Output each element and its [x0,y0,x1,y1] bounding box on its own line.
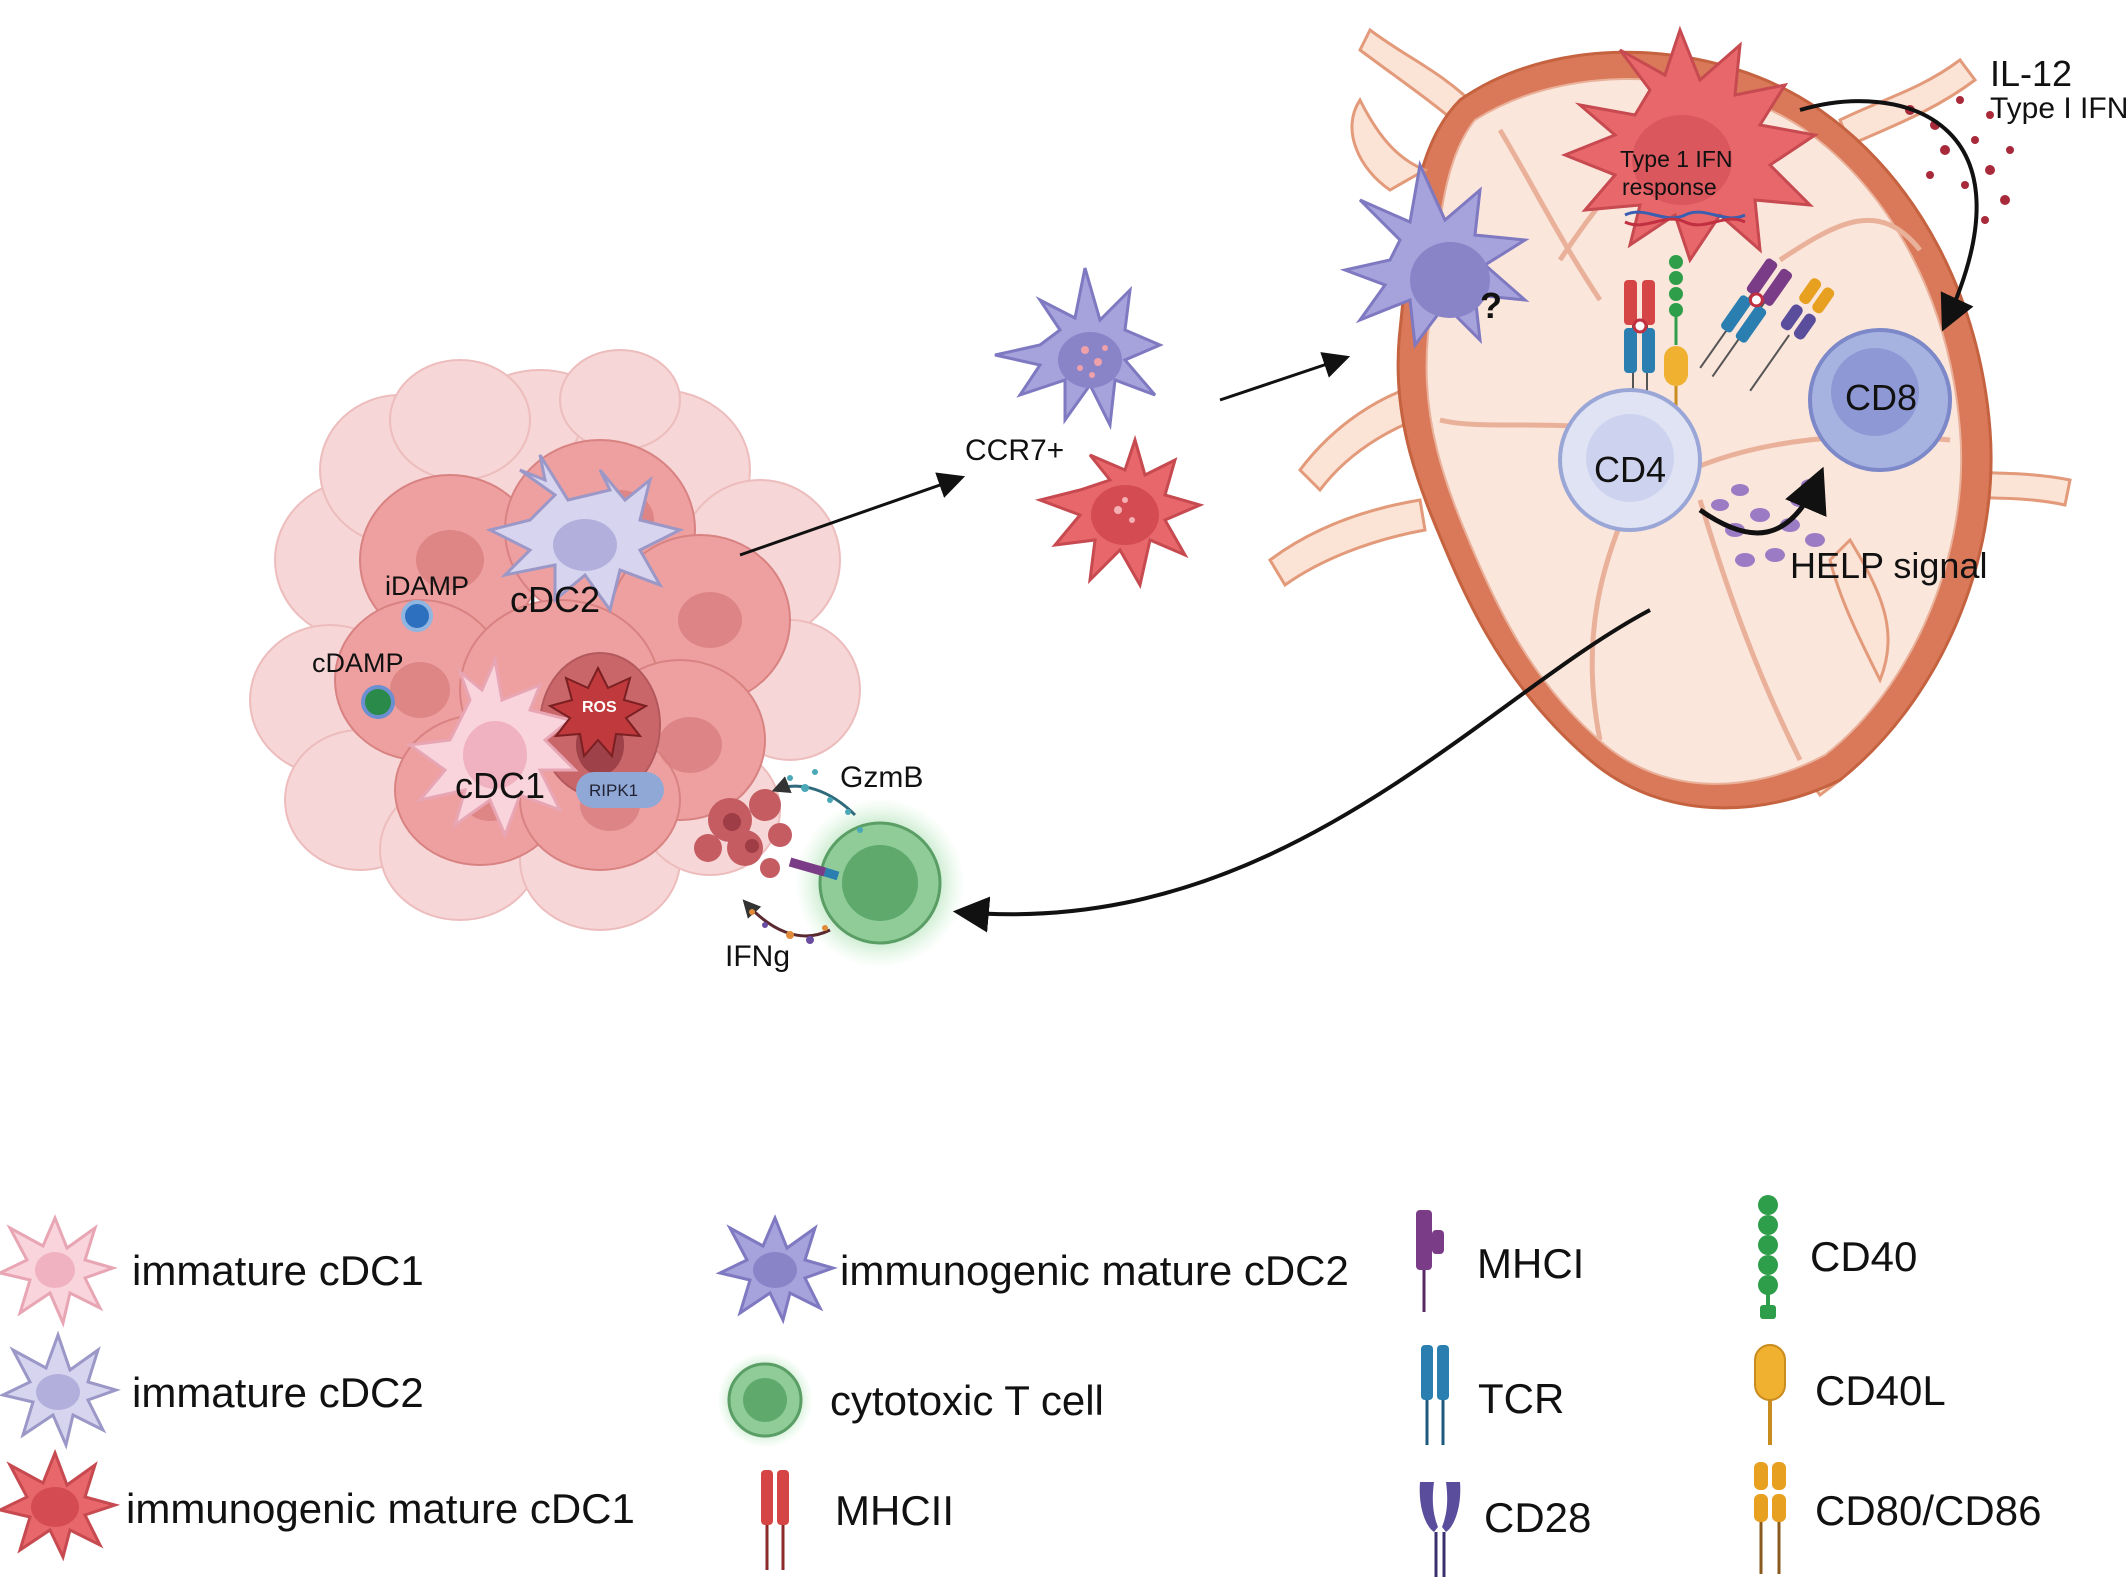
cdamp-dot [361,685,395,719]
ifng-particles [749,909,828,944]
il12-label: IL-12 [1990,53,2073,94]
legend-mature-cdc1: immunogenic mature cDC1 [126,1485,635,1532]
ros-star [547,665,649,759]
tumor-cdc2-cell [485,454,685,614]
ccr7-label: CCR7+ [965,434,1065,467]
cd80-cd86-icon [1754,1462,1786,1574]
cd40-icon [1758,1195,1778,1319]
type-i-ifn-label: Type I IFN [1990,92,2128,125]
mature-cdc2-icon [715,1214,838,1325]
immature-cdc1-icon [0,1214,118,1328]
il12-particles [1905,96,2014,224]
tumor-cdc1-label: cDC1 [455,765,546,806]
legend-cd40: CD40 [1810,1233,1918,1280]
ctl-icon [717,1352,813,1448]
cd4-label: CD4 [1594,449,1667,490]
legend-ctl: cytotoxic T cell [830,1377,1104,1424]
ifng-label: IFNg [725,940,791,973]
help-arrow [1698,466,1827,536]
tumor-cdc1-cell [406,654,579,840]
synapse-receptors [1624,255,1835,430]
legend-immature-cdc2: immature cDC2 [132,1369,424,1416]
cd40l-icon [1754,1344,1786,1445]
gzmb-label: GzmB [840,761,924,794]
tumor-cluster [249,349,861,931]
legend-mhcii: MHCII [835,1487,954,1534]
cd8-t-cell [1808,328,1952,472]
mhci-icon [1416,1210,1444,1312]
legend-cd40l: CD40L [1815,1367,1946,1414]
mhcii-icon [761,1470,789,1570]
return-arrow [952,608,1651,933]
gzmb-arrow [771,776,857,817]
gzmb-particles [787,769,863,833]
cd28-icon [1419,1482,1461,1577]
lymph-node-cdc2-cell [1339,159,1530,349]
question-mark-label: ? [1480,285,1502,326]
mature-cdc1-icon [0,1448,121,1562]
legend-mhci: MHCI [1477,1240,1585,1287]
legend-cd28: CD28 [1484,1494,1592,1541]
cd8-label: CD8 [1845,377,1918,418]
idamp-dot [401,600,433,632]
type1-ifn-label-line2: response [1622,174,1717,200]
ros-label: ROS [582,699,617,716]
migrating-cdc1-cell [1034,434,1205,590]
lymph-node-cdc1-cell [1560,25,1819,264]
il12-arrow [1799,99,1979,332]
cd4-t-cell [1558,388,1702,532]
tumor-cdc2-label: cDC2 [510,579,601,620]
legend-cd80-cd86: CD80/CD86 [1815,1487,2042,1534]
tumor-ctl-cell [788,798,965,968]
migrating-cdc2-cell [994,267,1164,431]
idamp-label: iDAMP [385,571,470,601]
cdamp-label: cDAMP [312,648,404,678]
to-lymph-node-arrow [1219,352,1351,402]
ripk1-label: RIPK1 [589,781,639,800]
immature-cdc2-icon [0,1330,121,1450]
tcr-icon [1421,1345,1449,1445]
migration-arrow [739,472,966,557]
legend-mature-cdc2: immunogenic mature cDC2 [840,1247,1349,1294]
legend-tcr: TCR [1478,1375,1565,1422]
help-signal-label: HELP signal [1790,545,1988,586]
type1-ifn-label-line1: Type 1 IFN [1620,146,1733,172]
ripk1-pill [576,772,664,808]
legend-immature-cdc1: immature cDC1 [132,1247,424,1294]
